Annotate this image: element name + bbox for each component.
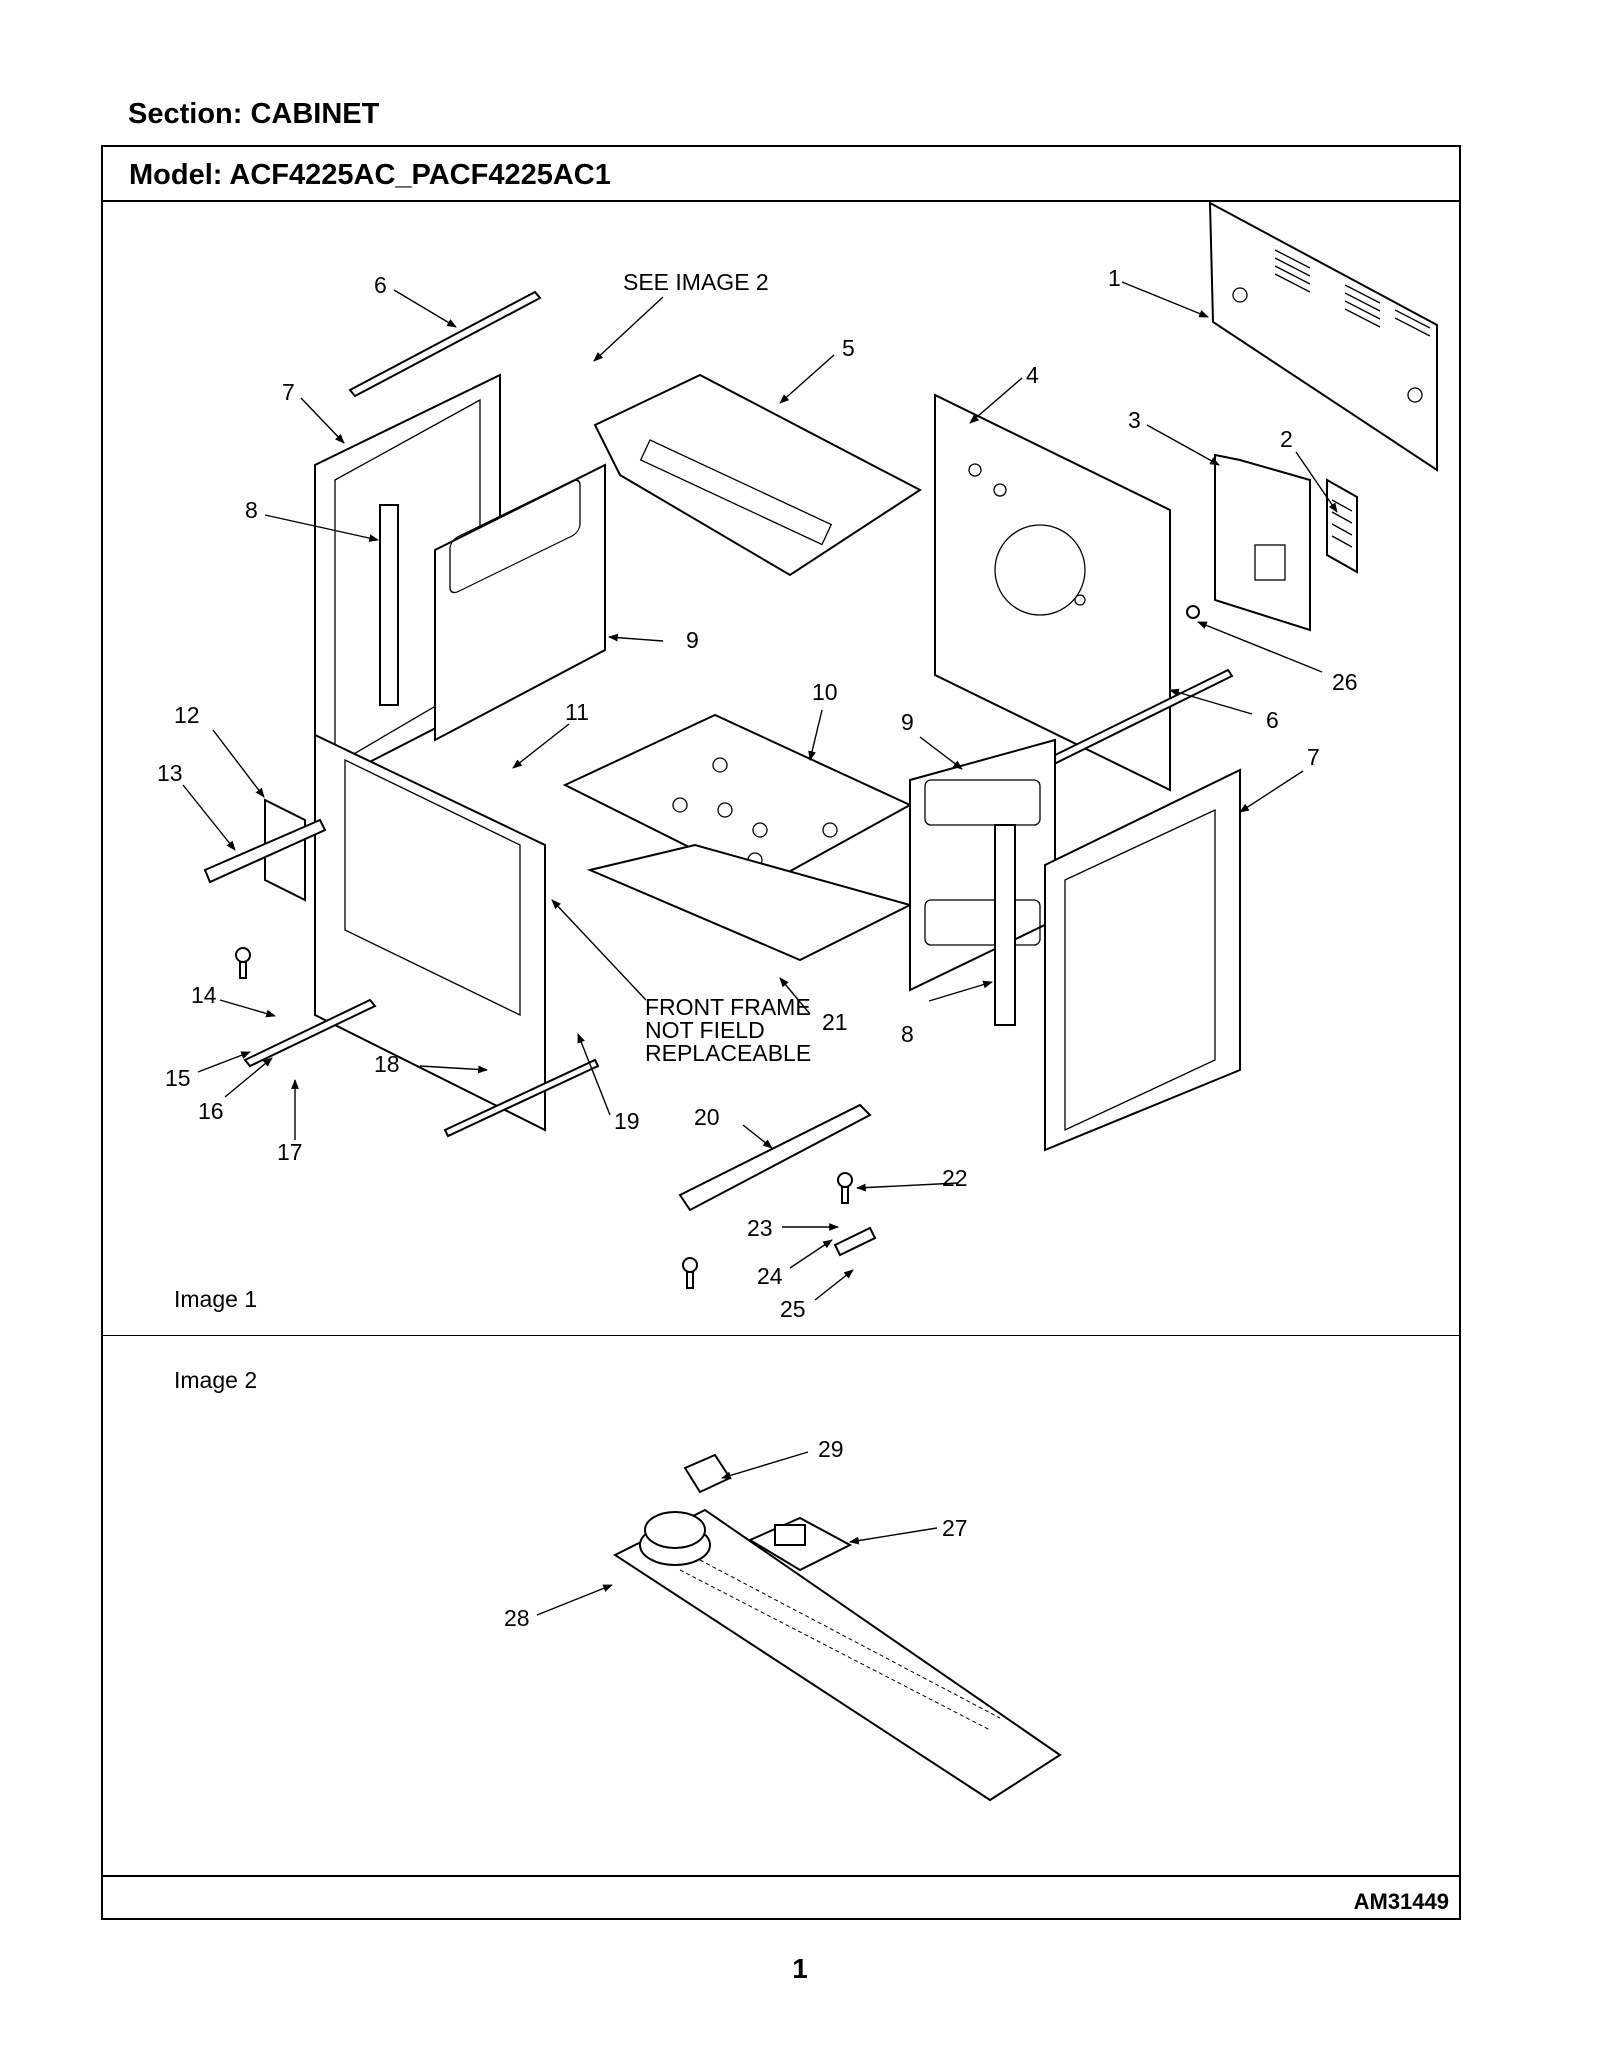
diagram-footer: AM31449 xyxy=(103,1875,1459,1920)
model-header: Model: ACF4225AC_PACF4225AC1 xyxy=(103,147,1459,202)
right-frame-part xyxy=(1044,768,1241,1152)
parts-diagram-frame: Model: ACF4225AC_PACF4225AC1 AM31449 xyxy=(101,145,1461,1920)
front-frame-note-2: NOT FIELD xyxy=(645,1017,765,1043)
front-frame-note-3: REPLACEABLE xyxy=(645,1040,811,1066)
right-strip-part xyxy=(994,824,1016,1026)
callout-3: 3 xyxy=(1128,407,1141,433)
callout-9b: 9 xyxy=(901,709,914,735)
back-panel-part xyxy=(1208,201,1438,472)
right-insulation-part xyxy=(909,738,1056,992)
callout-8b: 8 xyxy=(901,1021,914,1047)
lower-panel-part xyxy=(586,843,913,962)
callout-23: 23 xyxy=(747,1215,773,1241)
callout-27: 27 xyxy=(942,1515,968,1541)
callout-22: 22 xyxy=(942,1165,968,1191)
callout-5: 5 xyxy=(842,335,855,361)
rail-part-14 xyxy=(243,998,377,1068)
vent-grille-part xyxy=(1326,478,1358,574)
callout-18: 18 xyxy=(374,1051,400,1077)
callout-24: 24 xyxy=(757,1263,783,1289)
callout-10: 10 xyxy=(812,679,838,705)
callout-1: 1 xyxy=(1108,265,1121,291)
rear-duct-part xyxy=(1214,453,1311,632)
rail-part-13 xyxy=(203,818,327,884)
image1-label: Image 1 xyxy=(174,1286,257,1312)
callout-12: 12 xyxy=(174,702,200,728)
callout-26: 26 xyxy=(1332,669,1358,695)
callout-19: 19 xyxy=(614,1108,640,1134)
image-divider xyxy=(103,1335,1459,1336)
switch-part xyxy=(683,1453,732,1494)
callout-8: 8 xyxy=(245,497,258,523)
callout-20: 20 xyxy=(694,1104,720,1130)
ignition-module-part xyxy=(747,1516,853,1572)
model-title: Model: ACF4225AC_PACF4225AC1 xyxy=(129,159,611,191)
callout-7b: 7 xyxy=(1307,744,1320,770)
slide-part xyxy=(678,1103,872,1212)
front-frame-note-1: FRONT FRAME xyxy=(645,994,811,1020)
callout-21: 21 xyxy=(822,1009,848,1035)
right-side-panel-part xyxy=(934,393,1171,792)
callout-15: 15 xyxy=(165,1065,191,1091)
callout-29: 29 xyxy=(818,1436,844,1462)
page-number: 1 xyxy=(792,1953,808,1984)
callout-9: 9 xyxy=(686,627,699,653)
see-image-note: SEE IMAGE 2 xyxy=(623,269,769,295)
callout-13: 13 xyxy=(157,760,183,786)
top-strip-part xyxy=(348,290,542,398)
callout-16: 16 xyxy=(198,1098,224,1124)
callout-25: 25 xyxy=(780,1296,806,1322)
image2-leaders xyxy=(536,1451,938,1616)
callout-4: 4 xyxy=(1026,362,1039,388)
callout-14: 14 xyxy=(191,982,217,1008)
section-title: Section: CABINET xyxy=(128,98,380,130)
callout-17: 17 xyxy=(277,1139,303,1165)
screw-parts xyxy=(235,605,1200,1289)
image2-label: Image 2 xyxy=(174,1367,257,1393)
callout-6: 6 xyxy=(374,272,387,298)
callout-7: 7 xyxy=(282,379,295,405)
callout-leaders xyxy=(182,281,1338,1301)
callout-11: 11 xyxy=(565,699,589,725)
document-id: AM31449 xyxy=(1353,1889,1449,1914)
rail-part-19 xyxy=(443,1058,600,1138)
callout-6b: 6 xyxy=(1266,707,1279,733)
burner-bracket-assembly xyxy=(612,1508,1062,1802)
bracket-part xyxy=(833,1226,877,1257)
callout-28: 28 xyxy=(504,1605,530,1631)
front-frame-part xyxy=(314,733,546,1132)
left-insulation-part xyxy=(434,463,606,742)
left-strip-part xyxy=(379,504,399,706)
callout-2: 2 xyxy=(1280,426,1293,452)
top-panel-part xyxy=(593,373,922,577)
